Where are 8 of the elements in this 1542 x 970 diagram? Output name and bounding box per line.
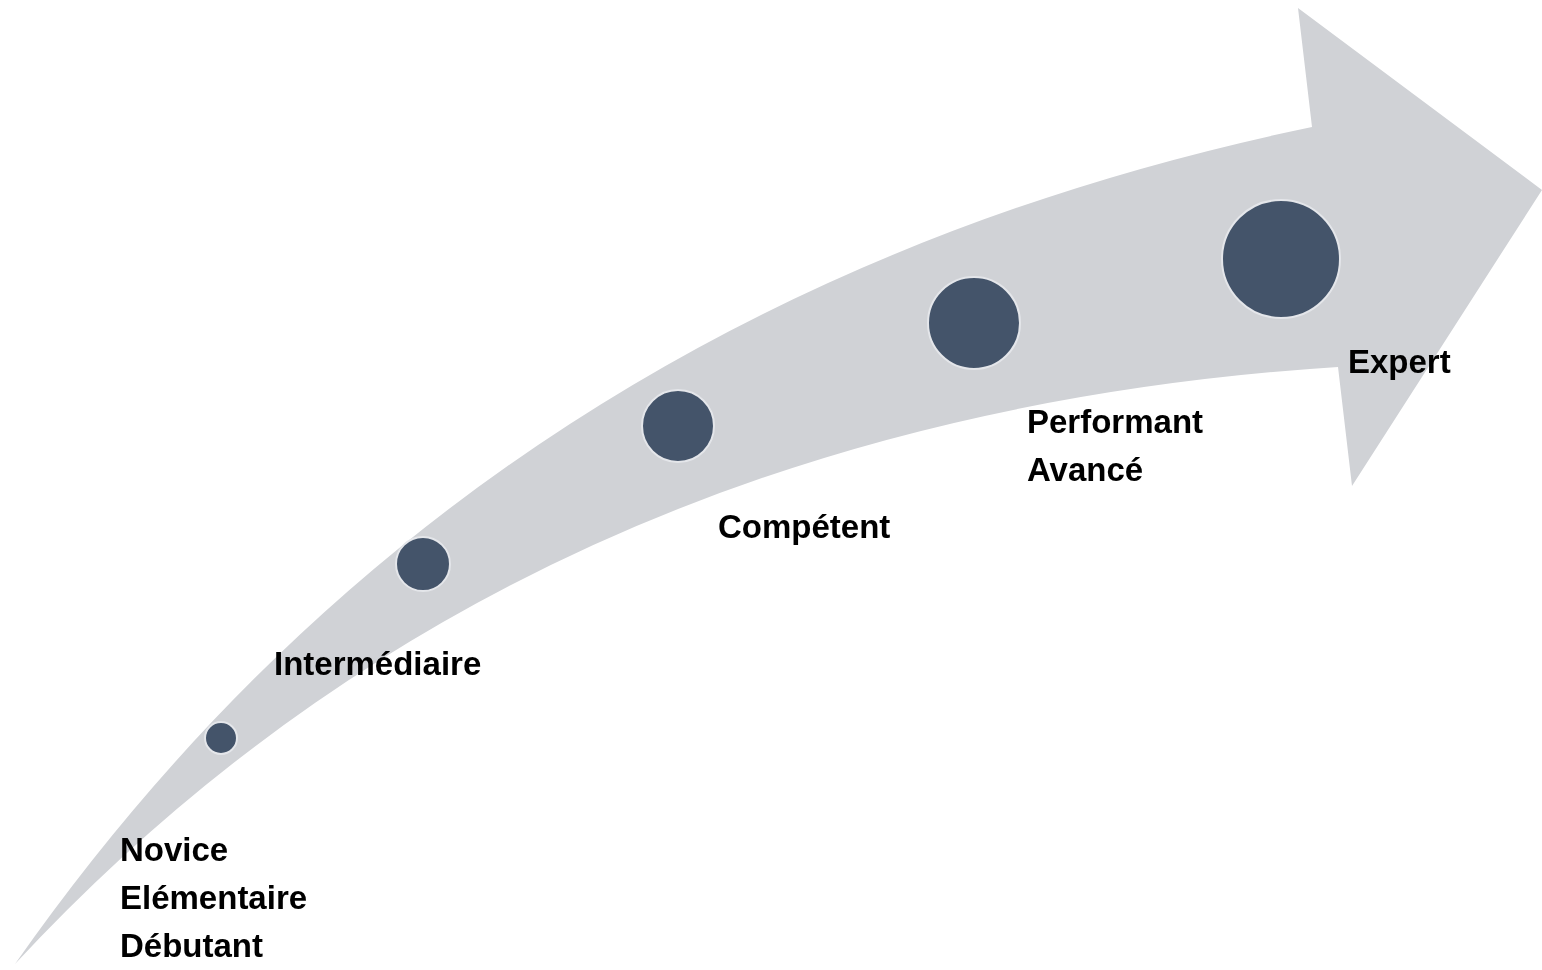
level-label: Compétent	[718, 507, 891, 547]
level-label: Avancé	[1027, 450, 1145, 490]
level-label: Novice	[120, 830, 230, 870]
level-label: Débutant	[120, 926, 264, 966]
level-label: Expert	[1348, 342, 1451, 382]
level-label: Intermédiaire	[274, 644, 482, 684]
level-label: Elémentaire	[120, 878, 308, 918]
level-label: Performant	[1027, 402, 1204, 442]
